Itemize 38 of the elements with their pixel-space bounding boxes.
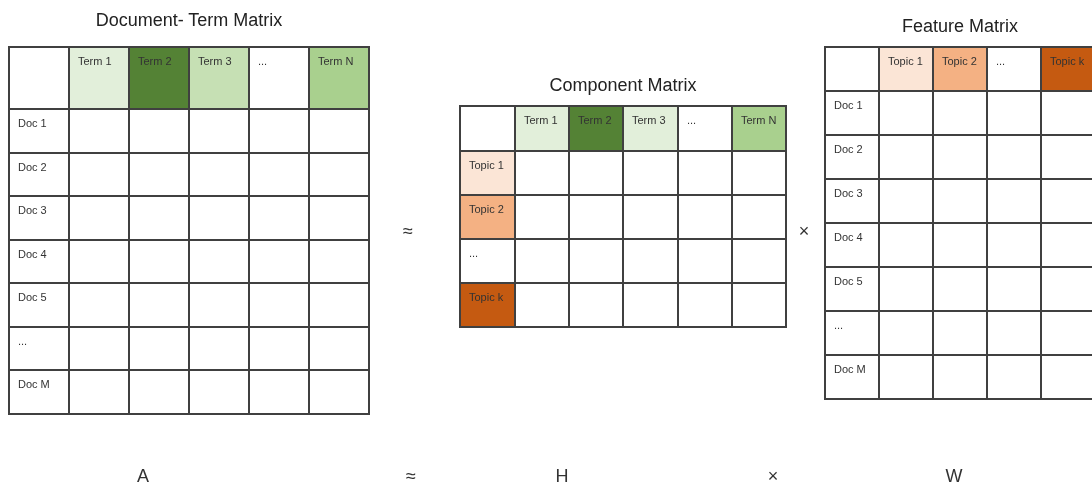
column-header: Term 2 bbox=[569, 106, 623, 151]
formula-term: W bbox=[945, 465, 963, 486]
row-header: Doc M bbox=[9, 370, 69, 414]
matrix-title: Document- Term Matrix bbox=[94, 10, 284, 31]
row-header: Doc 3 bbox=[9, 196, 69, 240]
row-header: Doc 1 bbox=[9, 109, 69, 153]
column-header: Term 3 bbox=[189, 47, 249, 109]
formula-term: H bbox=[555, 465, 569, 486]
row-header: Topic 2 bbox=[460, 195, 515, 239]
column-header: Topic 1 bbox=[879, 47, 933, 91]
formula-term: ≈ bbox=[406, 465, 416, 486]
row-header: Doc 5 bbox=[825, 267, 879, 311]
row-header: Doc M bbox=[825, 355, 879, 399]
row-header: ... bbox=[825, 311, 879, 355]
row-header: Doc 2 bbox=[825, 135, 879, 179]
column-header: Topic 2 bbox=[933, 47, 987, 91]
column-header: Term 1 bbox=[515, 106, 569, 151]
operator-symbol: × bbox=[798, 220, 810, 242]
column-header: Term N bbox=[732, 106, 786, 151]
row-header: Doc 1 bbox=[825, 91, 879, 135]
column-header: Term 3 bbox=[623, 106, 678, 151]
row-header: Doc 4 bbox=[825, 223, 879, 267]
row-header: Doc 3 bbox=[825, 179, 879, 223]
formula-term: A bbox=[137, 465, 149, 486]
row-header: Doc 5 bbox=[9, 283, 69, 327]
column-header: Term 2 bbox=[129, 47, 189, 109]
matrix-title: Component Matrix bbox=[548, 75, 698, 96]
formula-term: × bbox=[767, 465, 779, 486]
operator-symbol: ≈ bbox=[403, 220, 413, 242]
row-header: ... bbox=[9, 326, 69, 370]
column-header: Term N bbox=[309, 47, 369, 109]
row-header: Topic 1 bbox=[460, 151, 515, 195]
column-header: Term 1 bbox=[69, 47, 129, 109]
column-header: Topic k bbox=[1041, 47, 1092, 91]
row-header: Doc 4 bbox=[9, 239, 69, 283]
matrix-title: Feature Matrix bbox=[900, 16, 1019, 37]
row-header: Topic k bbox=[460, 283, 515, 327]
row-header: Doc 2 bbox=[9, 152, 69, 196]
